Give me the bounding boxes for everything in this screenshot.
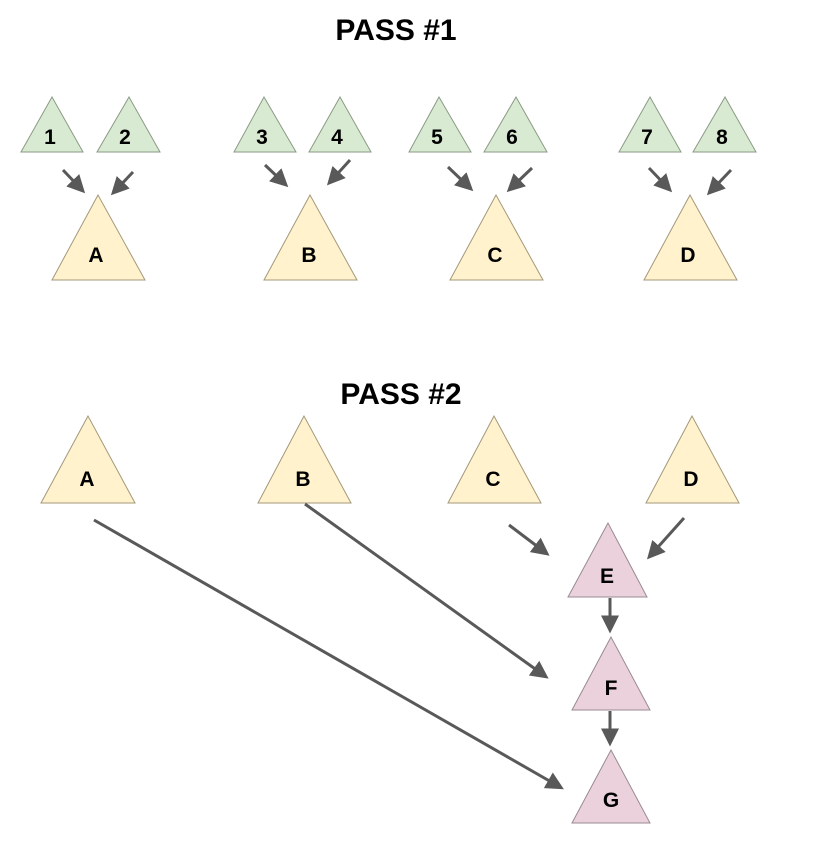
arrow	[508, 523, 550, 556]
input-label: A	[79, 468, 94, 491]
pass1-arrows	[61, 158, 733, 196]
pass1-leaf-node: 7	[618, 95, 682, 153]
arrow	[110, 170, 135, 196]
pass1-leaf-node: 2	[96, 95, 161, 153]
pass1-leaf-node: 1	[20, 95, 84, 153]
pass1-title: PASS #1	[335, 14, 456, 47]
arrow	[647, 166, 673, 193]
leaf-label: 5	[431, 126, 443, 149]
pass2-result-node: F	[571, 635, 651, 711]
leaf-label: 3	[256, 126, 268, 149]
leaf-label: 7	[641, 126, 653, 149]
arrow	[506, 166, 534, 193]
pass2-input-node: B	[257, 414, 352, 504]
pass2-arrows	[93, 502, 686, 790]
pass1-leaf-node: 8	[692, 95, 757, 153]
pass2-result-node: G	[571, 748, 651, 824]
leaf-label: 8	[716, 126, 728, 149]
leaf-label: 6	[506, 126, 518, 149]
arrow	[61, 168, 86, 194]
pass2-input-node: A	[40, 414, 136, 504]
merged-label: C	[487, 244, 502, 267]
pass2-input-node: D	[645, 414, 740, 504]
leaf-label: 2	[119, 126, 131, 149]
arrow	[646, 516, 686, 560]
merged-label: B	[301, 244, 316, 267]
pass2-input-node: C	[447, 414, 542, 504]
pass1-leaf-node: 3	[233, 95, 297, 153]
pass1-leaf-node: 6	[483, 95, 548, 153]
pass1-leaf-node: 5	[408, 95, 472, 153]
leaf-label: 1	[44, 126, 56, 149]
merged-label: D	[680, 244, 695, 267]
pass1-merged-node: C	[449, 193, 544, 281]
result-label: F	[605, 677, 618, 700]
result-label: G	[603, 789, 619, 812]
result-label: E	[600, 565, 614, 588]
input-label: B	[295, 468, 310, 491]
input-label: C	[485, 468, 500, 491]
pass2-result-node: E	[567, 521, 648, 598]
pass2-title: PASS #2	[340, 378, 461, 411]
arrow	[263, 163, 289, 188]
pass1-merged-node: A	[51, 193, 146, 281]
leaf-label: 4	[331, 126, 343, 149]
arrow	[93, 518, 564, 790]
pass1-merged-node: B	[263, 193, 358, 281]
input-label: D	[683, 468, 698, 491]
arrow	[446, 165, 474, 192]
arrow	[304, 502, 549, 679]
merged-label: A	[88, 244, 103, 267]
arrow	[706, 168, 733, 196]
pass1-leaf-node: 4	[308, 95, 372, 153]
pass1-merged-node: D	[643, 193, 738, 281]
arrow	[326, 158, 352, 186]
